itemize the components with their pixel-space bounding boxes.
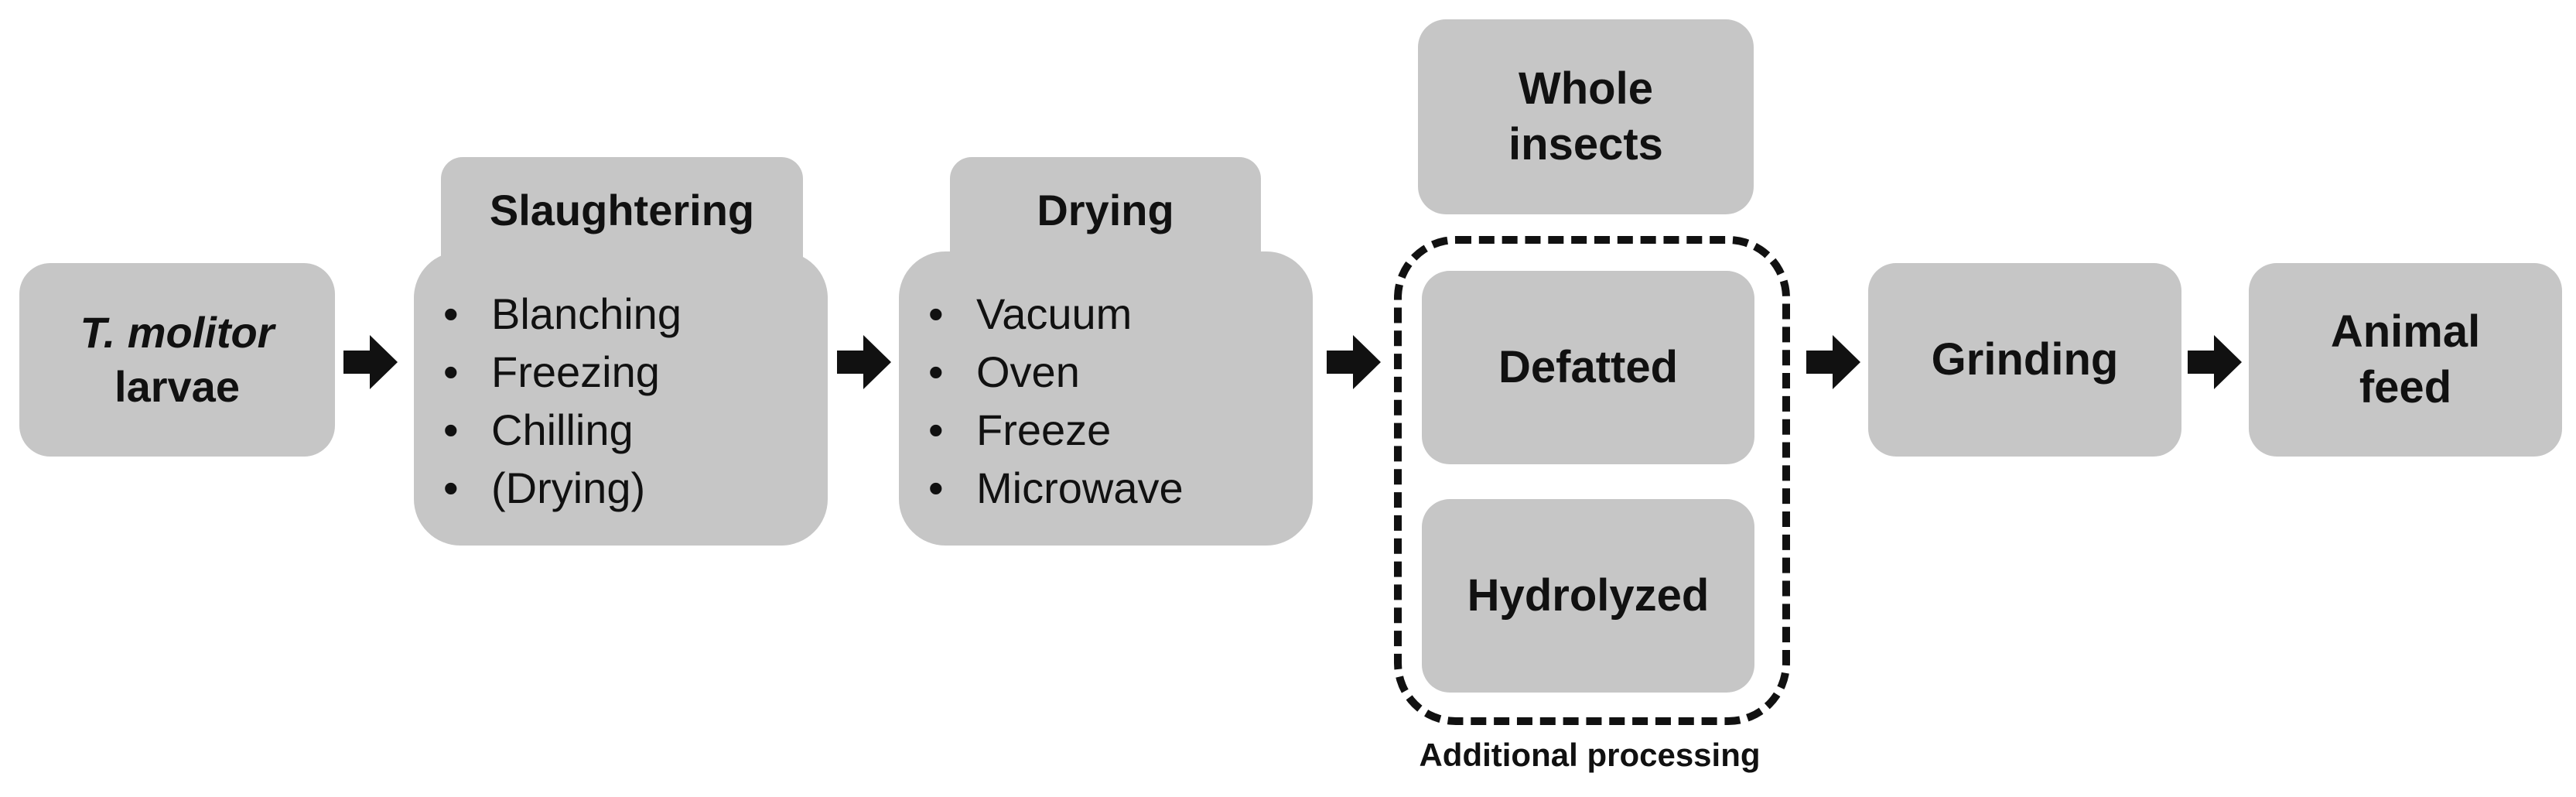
node-t-molitor-label: T. molitor <box>80 308 275 357</box>
bullet-icon: • <box>928 347 944 396</box>
slaughtering-method-list: • Blanching • Freezing • Chilling • (Drying) <box>414 285 682 517</box>
bullet-icon: • <box>443 347 459 396</box>
whole-label: Whole <box>1519 63 1653 114</box>
node-hydrolyzed: Hydrolyzed <box>1422 499 1754 693</box>
method-freezing: Freezing <box>491 347 660 396</box>
list-item: • Freezing <box>414 343 682 401</box>
animal-label: Animal <box>2330 306 2481 357</box>
bullet-icon: • <box>443 289 459 338</box>
list-item: • Vacuum <box>899 285 1184 343</box>
list-item: • Chilling <box>414 401 682 459</box>
bullet-icon: • <box>928 289 944 338</box>
node-defatted: Defatted <box>1422 271 1754 464</box>
method-blanching: Blanching <box>491 289 682 338</box>
method-chilling: Chilling <box>491 405 634 454</box>
additional-processing-group <box>1394 236 1790 725</box>
bullet-icon: • <box>928 463 944 512</box>
list-item: • Freeze <box>899 401 1184 459</box>
node-grinding: Grinding <box>1868 263 2181 457</box>
node-whole-insects: Whole insects <box>1418 19 1754 214</box>
method-vacuum: Vacuum <box>976 289 1133 338</box>
right-arrow-icon <box>837 335 891 389</box>
method-oven: Oven <box>976 347 1080 396</box>
list-item: • Oven <box>899 343 1184 401</box>
node-t-molitor-larvae: T. molitor larvae <box>19 263 335 457</box>
grinding-label: Grinding <box>1931 334 2119 385</box>
right-arrow-icon <box>343 335 398 389</box>
node-slaughtering-methods: • Blanching • Freezing • Chilling • (Drying) <box>414 251 828 546</box>
additional-processing-caption: Additional processing <box>1419 737 1761 773</box>
hydrolyzed-label: Hydrolyzed <box>1467 570 1710 621</box>
list-item: • Microwave <box>899 459 1184 517</box>
node-larvae-label: larvae <box>114 362 240 411</box>
bullet-icon: • <box>928 405 944 454</box>
drying-method-list: • Vacuum • Oven • Freeze • Microwave <box>899 285 1184 517</box>
right-arrow-icon <box>1806 335 1860 389</box>
list-item: • Blanching <box>414 285 682 343</box>
insects-label: insects <box>1508 119 1663 169</box>
drying-title-text: Drying <box>1037 186 1174 234</box>
bullet-icon: • <box>443 463 459 512</box>
node-animal-feed: Animal feed <box>2249 263 2562 457</box>
defatted-label: Defatted <box>1498 341 1679 392</box>
method-microwave: Microwave <box>976 463 1184 512</box>
right-arrow-icon <box>2188 335 2242 389</box>
bullet-icon: • <box>443 405 459 454</box>
node-drying-methods: • Vacuum • Oven • Freeze • Microwave <box>899 251 1313 546</box>
slaughtering-title-text: Slaughtering <box>489 186 755 234</box>
feed-label: feed <box>2359 362 2452 412</box>
method-freeze: Freeze <box>976 405 1112 454</box>
list-item: • (Drying) <box>414 459 682 517</box>
method-drying: (Drying) <box>491 463 646 512</box>
right-arrow-icon <box>1327 335 1381 389</box>
